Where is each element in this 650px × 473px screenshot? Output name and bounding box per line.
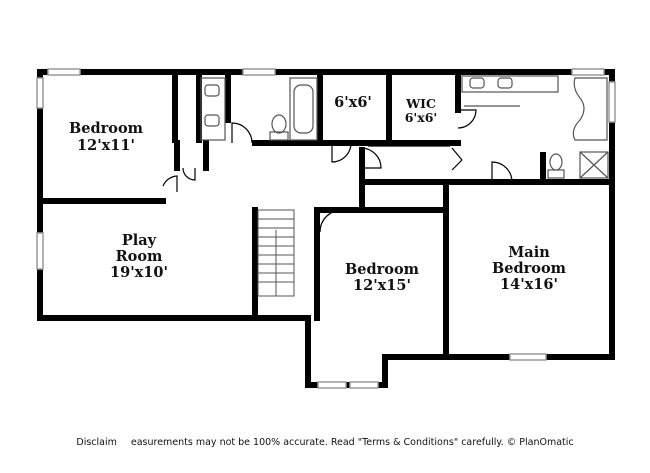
sink-hall-bath-2 [204, 114, 220, 127]
label-main-bedroom-line2: Bedroom [492, 260, 567, 277]
disclaimer: Disclaim easurements may not be 100% accu… [0, 437, 650, 448]
bathtub-inner-hall [293, 84, 314, 134]
window-bottom-main [509, 353, 547, 361]
toilet-bowl-hall [271, 114, 287, 134]
staircase [257, 209, 295, 297]
label-closet-size: 6'x6' [334, 94, 372, 111]
closet-door-hall-2 [451, 159, 463, 171]
door-swing-bedroom-center [319, 209, 343, 233]
disclaimer-part2: easurements may not be 100% accurate. Re… [130, 437, 574, 448]
window-bottom-center-2 [349, 381, 379, 389]
label-main-bedroom-size: 14'x16' [500, 276, 558, 293]
window-top-bath [242, 68, 276, 76]
door-swing-hall [361, 147, 382, 169]
walls [37, 69, 615, 388]
door-swing-closet [331, 142, 352, 163]
label-wic-name: WIC [405, 96, 436, 111]
disclaimer-part1: Disclaim [76, 437, 117, 448]
window-bottom-center-1 [317, 381, 347, 389]
bathtub-hall [289, 77, 318, 141]
door-swing-linen [182, 167, 196, 181]
door-swing-bath1 [231, 122, 253, 144]
window-left-playroom [36, 232, 44, 270]
sink-hall-bath-1 [204, 84, 220, 97]
label-bedroom-nw-name: Bedroom [69, 120, 144, 137]
window-left-bedroom [36, 77, 44, 109]
label-bedroom-center-name: Bedroom [345, 261, 420, 278]
sink-main-bath-1 [469, 77, 485, 89]
closet-door-hall-1 [451, 147, 463, 161]
shower-diag-2 [579, 151, 609, 179]
label-bedroom-nw-size: 12'x11' [77, 137, 135, 154]
vanity-main-bath [461, 75, 559, 93]
toilet-tank-hall [269, 131, 289, 141]
tub-main-bath [572, 77, 608, 141]
fixtures [200, 75, 609, 179]
label-play-room-line2: Room [116, 248, 163, 265]
exterior-wall [37, 69, 615, 388]
doors [162, 109, 513, 233]
window-top-right [571, 68, 605, 76]
door-swing-bedroom-nw [162, 175, 178, 192]
label-play-room-line1: Play [122, 232, 157, 249]
room-labels: Bedroom 12'x11' Play Room 19'x10' 6'x6' … [69, 94, 567, 294]
label-main-bedroom-line1: Main [508, 244, 550, 261]
window-right-main [608, 81, 616, 123]
label-play-room-size: 19'x10' [110, 264, 168, 281]
sink-main-bath-2 [497, 77, 513, 89]
door-swing-wic [457, 109, 477, 129]
door-swing-main [491, 161, 513, 183]
window-top-left [47, 68, 81, 76]
shower-main [579, 151, 609, 179]
toilet-bowl-main [549, 153, 563, 171]
windows [36, 68, 616, 389]
toilet-tank-main [547, 169, 565, 179]
label-wic-size: 6'x6' [405, 110, 438, 125]
label-bedroom-center-size: 12'x15' [353, 277, 411, 294]
vanity-hall-bath [200, 77, 226, 141]
